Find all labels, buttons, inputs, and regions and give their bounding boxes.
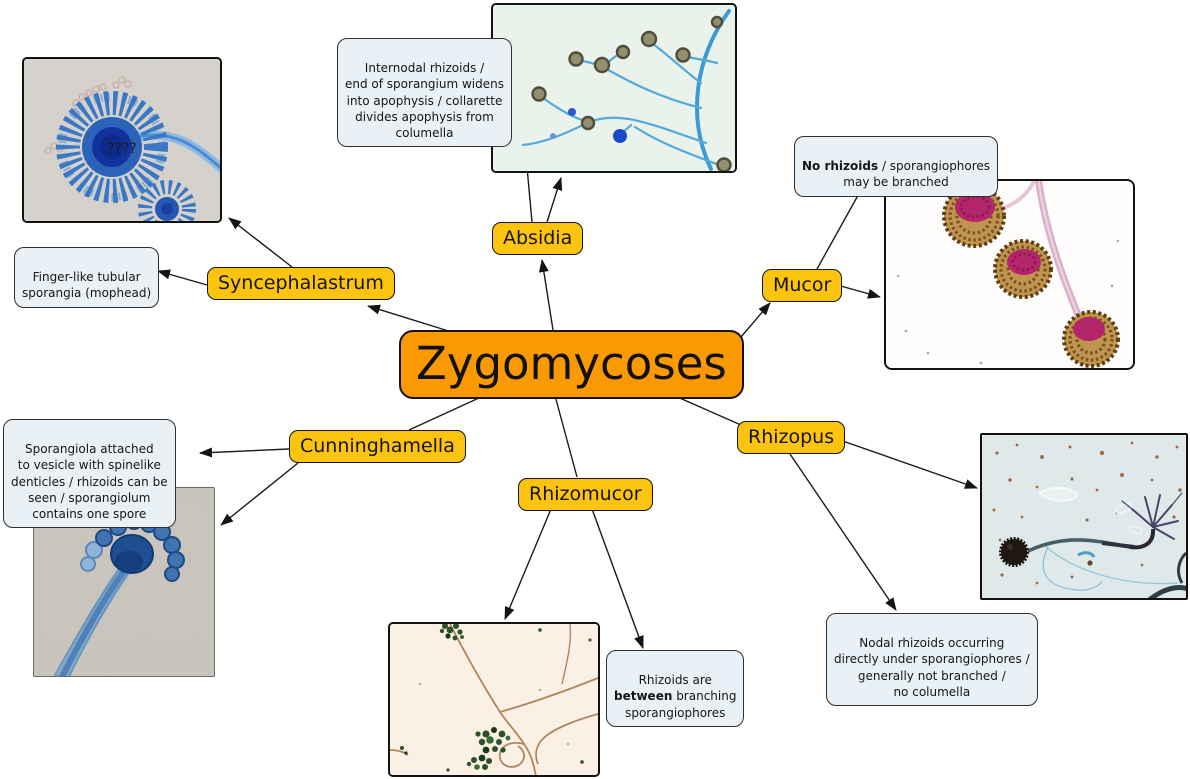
young-sporangia [550,108,627,143]
note-text: Internodal rhizoids / end of sporangium … [345,61,504,140]
clear-debris [1038,487,1143,535]
note-internodal[interactable]: Internodal rhizoids / end of sporangium … [337,38,512,148]
node-cunninghamella[interactable]: Cunninghamella [289,430,466,463]
sporangia-heads [531,15,732,171]
note-no-rhizoids[interactable]: No rhizoids / sporangiophores may be bra… [794,136,999,197]
edge-zygomycoses-to-absidia [538,259,554,331]
edge-cunninghamella-to-note-sporangiola [199,447,290,458]
rhizoids [1121,492,1183,540]
edge-syncephalastrum-to-micrograph-syncephalastrum [228,217,293,268]
syncephalastrum-illustration: ???? [24,59,220,221]
node-mucor[interactable]: Mucor [762,269,843,302]
debris [418,682,570,746]
mophead-small [138,180,196,221]
debris-specks [992,441,1182,585]
sporangiophore [1027,528,1156,553]
note-text: Sporangiola attached to vesicle with spi… [11,442,168,521]
node-syncephalastrum[interactable]: Syncephalastrum [207,267,395,300]
syncephalastrum-micrograph[interactable]: ???? [22,57,222,223]
note-text-bold: No rhizoids [802,159,879,174]
edge-hyphae [1147,551,1186,598]
edge-absidia-to-micrograph-absidia [546,177,563,223]
node-rhizopus[interactable]: Rhizopus [737,421,846,454]
rhizomucor-micrograph[interactable] [388,622,600,777]
rhizopus-micrograph[interactable] [980,433,1188,600]
edge-rhizopus-to-note-nodal [789,453,897,611]
note-text: branching sporangiophores [625,689,737,720]
sporangiophore-stalk [53,564,132,676]
note-text: Nodal rhizoids occurring directly under … [834,636,1030,699]
note-finger-like[interactable]: Finger-like tubular sporangia (mophead) [14,247,160,308]
note-text-bold: between [614,689,673,704]
note-between[interactable]: Rhizoids are between branching sporangio… [606,650,745,727]
hyphae [390,624,598,775]
edge-cunninghamella-to-micrograph-cunninghamella [220,462,299,526]
sporangium-head [999,537,1029,567]
absidia-illustration [493,5,735,171]
node-zygomycoses[interactable]: Zygomycoses [399,330,744,399]
hyphal-threads [1042,544,1179,591]
debris [896,239,1120,365]
note-sporangiola[interactable]: Sporangiola attached to vesicle with spi… [3,419,176,529]
edge-syncephalastrum-to-note-finger-like [157,269,208,286]
note-text: Rhizoids are [638,673,712,688]
edge-zygomycoses-to-rhizomucor [553,391,578,478]
rhizomucor-illustration [390,624,598,775]
edge-rhizopus-to-micrograph-rhizopus [836,438,978,489]
spore-chains [44,76,132,155]
mucor-illustration [886,181,1133,368]
edge-zygomycoses-to-mucor [740,302,771,338]
sporangium-3 [1062,310,1120,368]
note-text: Finger-like tubular sporangia (mophead) [22,270,152,301]
unknown-annotation: ???? [107,141,137,157]
vesicle [110,534,154,574]
sporangium-2 [993,239,1053,299]
mophead-large [56,91,168,203]
rhizopus-illustration [982,435,1186,598]
sporangiophore-stalk [135,130,220,174]
absidia-micrograph[interactable] [491,3,737,173]
node-absidia[interactable]: Absidia [492,222,584,255]
node-rhizomucor[interactable]: Rhizomucor [518,478,653,511]
edge-zygomycoses-to-syncephalastrum [367,304,456,334]
mucor-micrograph[interactable] [884,179,1135,370]
edge-rhizomucor-to-micrograph-rhizomucor [504,508,552,620]
sporangia-clusters [400,624,592,772]
note-nodal[interactable]: Nodal rhizoids occurring directly under … [826,613,1038,706]
